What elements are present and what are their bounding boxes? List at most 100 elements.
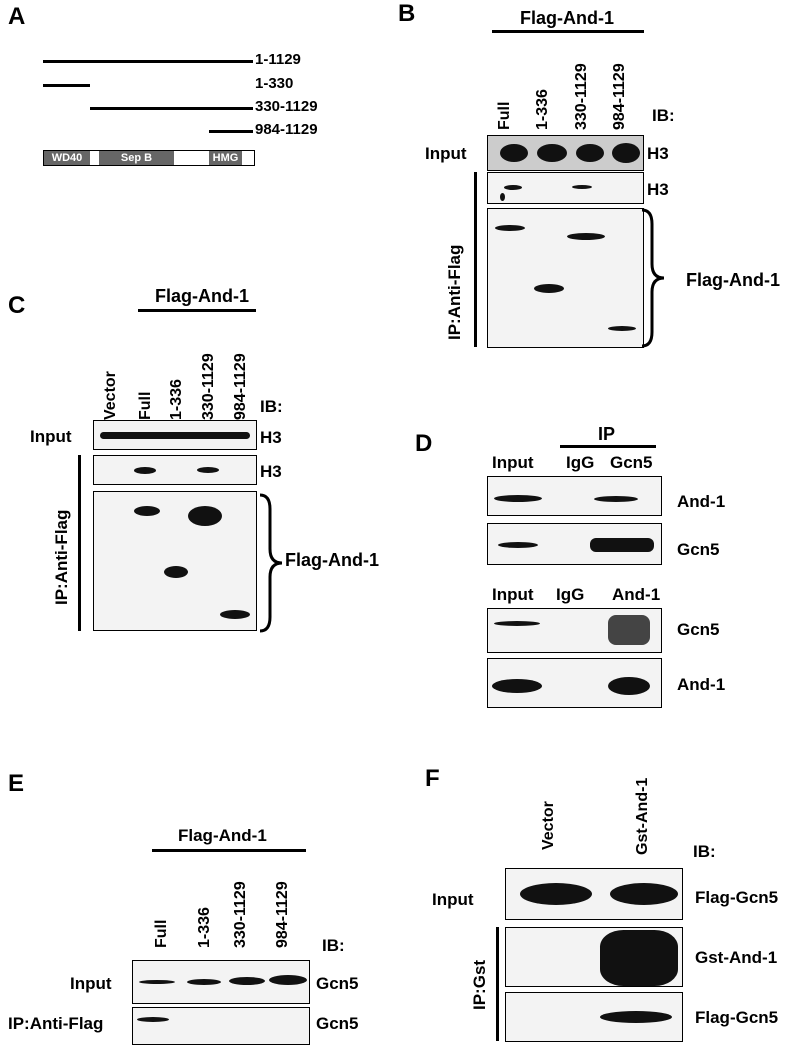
construct-label-1-330: 1-330 [255, 75, 294, 92]
row-label-b-h3-input: H3 [647, 144, 669, 163]
band [500, 193, 505, 201]
blot-c-input-h3 [93, 420, 257, 450]
lane-label-c-330-1129: 330-1129 [200, 353, 217, 420]
band [520, 883, 592, 905]
band [494, 621, 540, 626]
ip-label-c: IP:Anti-Flag [52, 509, 71, 605]
band [576, 144, 604, 162]
panel-label-a: A [8, 3, 26, 30]
row-label-d-and1-top: And-1 [677, 492, 726, 511]
blot-c-ip-flag [93, 491, 257, 631]
row-label-f-flag-gcn5-input: Flag-Gcn5 [695, 888, 779, 907]
band [137, 1017, 169, 1022]
blot-f-ip-gst-and1 [505, 927, 683, 987]
lane-label-f-vector: Vector [540, 801, 557, 850]
band [164, 566, 188, 578]
lane-label-e-984-1129: 984-1129 [274, 881, 291, 948]
panel-label-e: E [8, 770, 25, 797]
band [534, 284, 564, 293]
lane-label-f-gst-and1: Gst-And-1 [634, 777, 651, 855]
panel-label-f: F [425, 765, 440, 792]
construct-line-full [43, 60, 253, 63]
row-label-c-input: Input [30, 427, 72, 446]
lane-label-b-984-1129: 984-1129 [611, 63, 628, 130]
band [610, 883, 678, 905]
construct-line-984-1129 [209, 130, 253, 133]
ip-bracket-d [560, 445, 656, 448]
blot-b-ip-flag [487, 208, 644, 348]
band [134, 467, 156, 474]
lane-label-b-330-1129: 330-1129 [573, 63, 590, 130]
group-bracket-e [152, 849, 306, 852]
ip-label-f: IP:Gst [470, 959, 489, 1010]
group-label-b: Flag-And-1 [520, 8, 614, 28]
panel-label-d: D [415, 430, 433, 457]
lane-label-e-full: Full [153, 919, 170, 948]
band [608, 615, 650, 645]
domain-sepb: Sep B [99, 151, 174, 165]
band [600, 930, 678, 986]
col-label-d-top-gcn5: Gcn5 [610, 453, 653, 472]
ib-label-f: IB: [693, 842, 716, 861]
band [567, 233, 605, 240]
band [197, 467, 219, 473]
blot-d-gcn5-bottom [487, 608, 662, 653]
blot-d-and1-top [487, 476, 662, 516]
lane-label-e-1-336: 1-336 [196, 907, 213, 948]
blot-e-input-gcn5 [132, 960, 310, 1004]
ib-label-e: IB: [322, 936, 345, 955]
brace-b-path [641, 208, 665, 348]
blot-f-ip-flag-gcn5 [505, 992, 683, 1042]
construct-label-984-1129: 984-1129 [255, 121, 318, 138]
blot-b-input-h3 [487, 135, 644, 171]
row-label-f-gst-and1: Gst-And-1 [695, 948, 778, 967]
band [572, 185, 592, 189]
domain-diagram: WD40 Sep B HMG [43, 150, 255, 166]
row-label-c-h3-input: H3 [260, 428, 282, 447]
band [134, 506, 160, 516]
band [504, 185, 522, 190]
group-label-c: Flag-And-1 [155, 286, 249, 306]
row-label-e-input: Input [70, 974, 112, 993]
ib-label-c: IB: [260, 397, 283, 416]
lane-label-e-330-1129: 330-1129 [232, 881, 249, 948]
row-label-f-input: Input [432, 890, 474, 909]
brace-c-path [259, 493, 283, 633]
construct-label-330-1129: 330-1129 [255, 98, 318, 115]
domain-hmg: HMG [209, 151, 242, 165]
lane-label-b-full: Full [496, 101, 513, 130]
col-label-d-bottom-igg: IgG [556, 585, 585, 604]
construct-line-330-1129 [90, 107, 253, 110]
group-label-e: Flag-And-1 [178, 826, 267, 845]
ip-bracket-c [78, 455, 81, 631]
col-label-d-top-igg: IgG [566, 453, 595, 472]
band [600, 1011, 672, 1023]
row-label-e-gcn5-ip: Gcn5 [316, 1014, 359, 1033]
band [594, 496, 638, 502]
row-label-e-gcn5-input: Gcn5 [316, 974, 359, 993]
group-bracket-c [138, 309, 256, 312]
row-label-d-gcn5-bottom: Gcn5 [677, 620, 720, 639]
ip-label-b: IP:Anti-Flag [445, 244, 464, 340]
panel-label-b: B [398, 0, 416, 27]
band [498, 542, 538, 548]
lane-label-c-1-336: 1-336 [168, 379, 185, 420]
construct-label-full: 1-1129 [255, 51, 301, 68]
lane-label-c-full: Full [137, 391, 154, 420]
panel-label-c: C [8, 292, 26, 319]
ib-label-b: IB: [652, 106, 675, 125]
group-bracket-b [492, 30, 644, 33]
blot-d-gcn5-top [487, 523, 662, 565]
row-label-c-flag: Flag-And-1 [285, 550, 379, 570]
band [495, 225, 525, 231]
band [220, 610, 250, 619]
construct-line-1-330 [43, 84, 90, 87]
row-label-b-input: Input [425, 144, 467, 163]
brace-b [641, 208, 665, 348]
domain-wd40: WD40 [44, 151, 90, 165]
row-label-c-h3-ip: H3 [260, 462, 282, 481]
blot-c-ip-h3 [93, 455, 257, 485]
band [139, 980, 175, 984]
row-label-f-flag-gcn5-ip: Flag-Gcn5 [695, 1008, 779, 1027]
band [537, 144, 567, 162]
